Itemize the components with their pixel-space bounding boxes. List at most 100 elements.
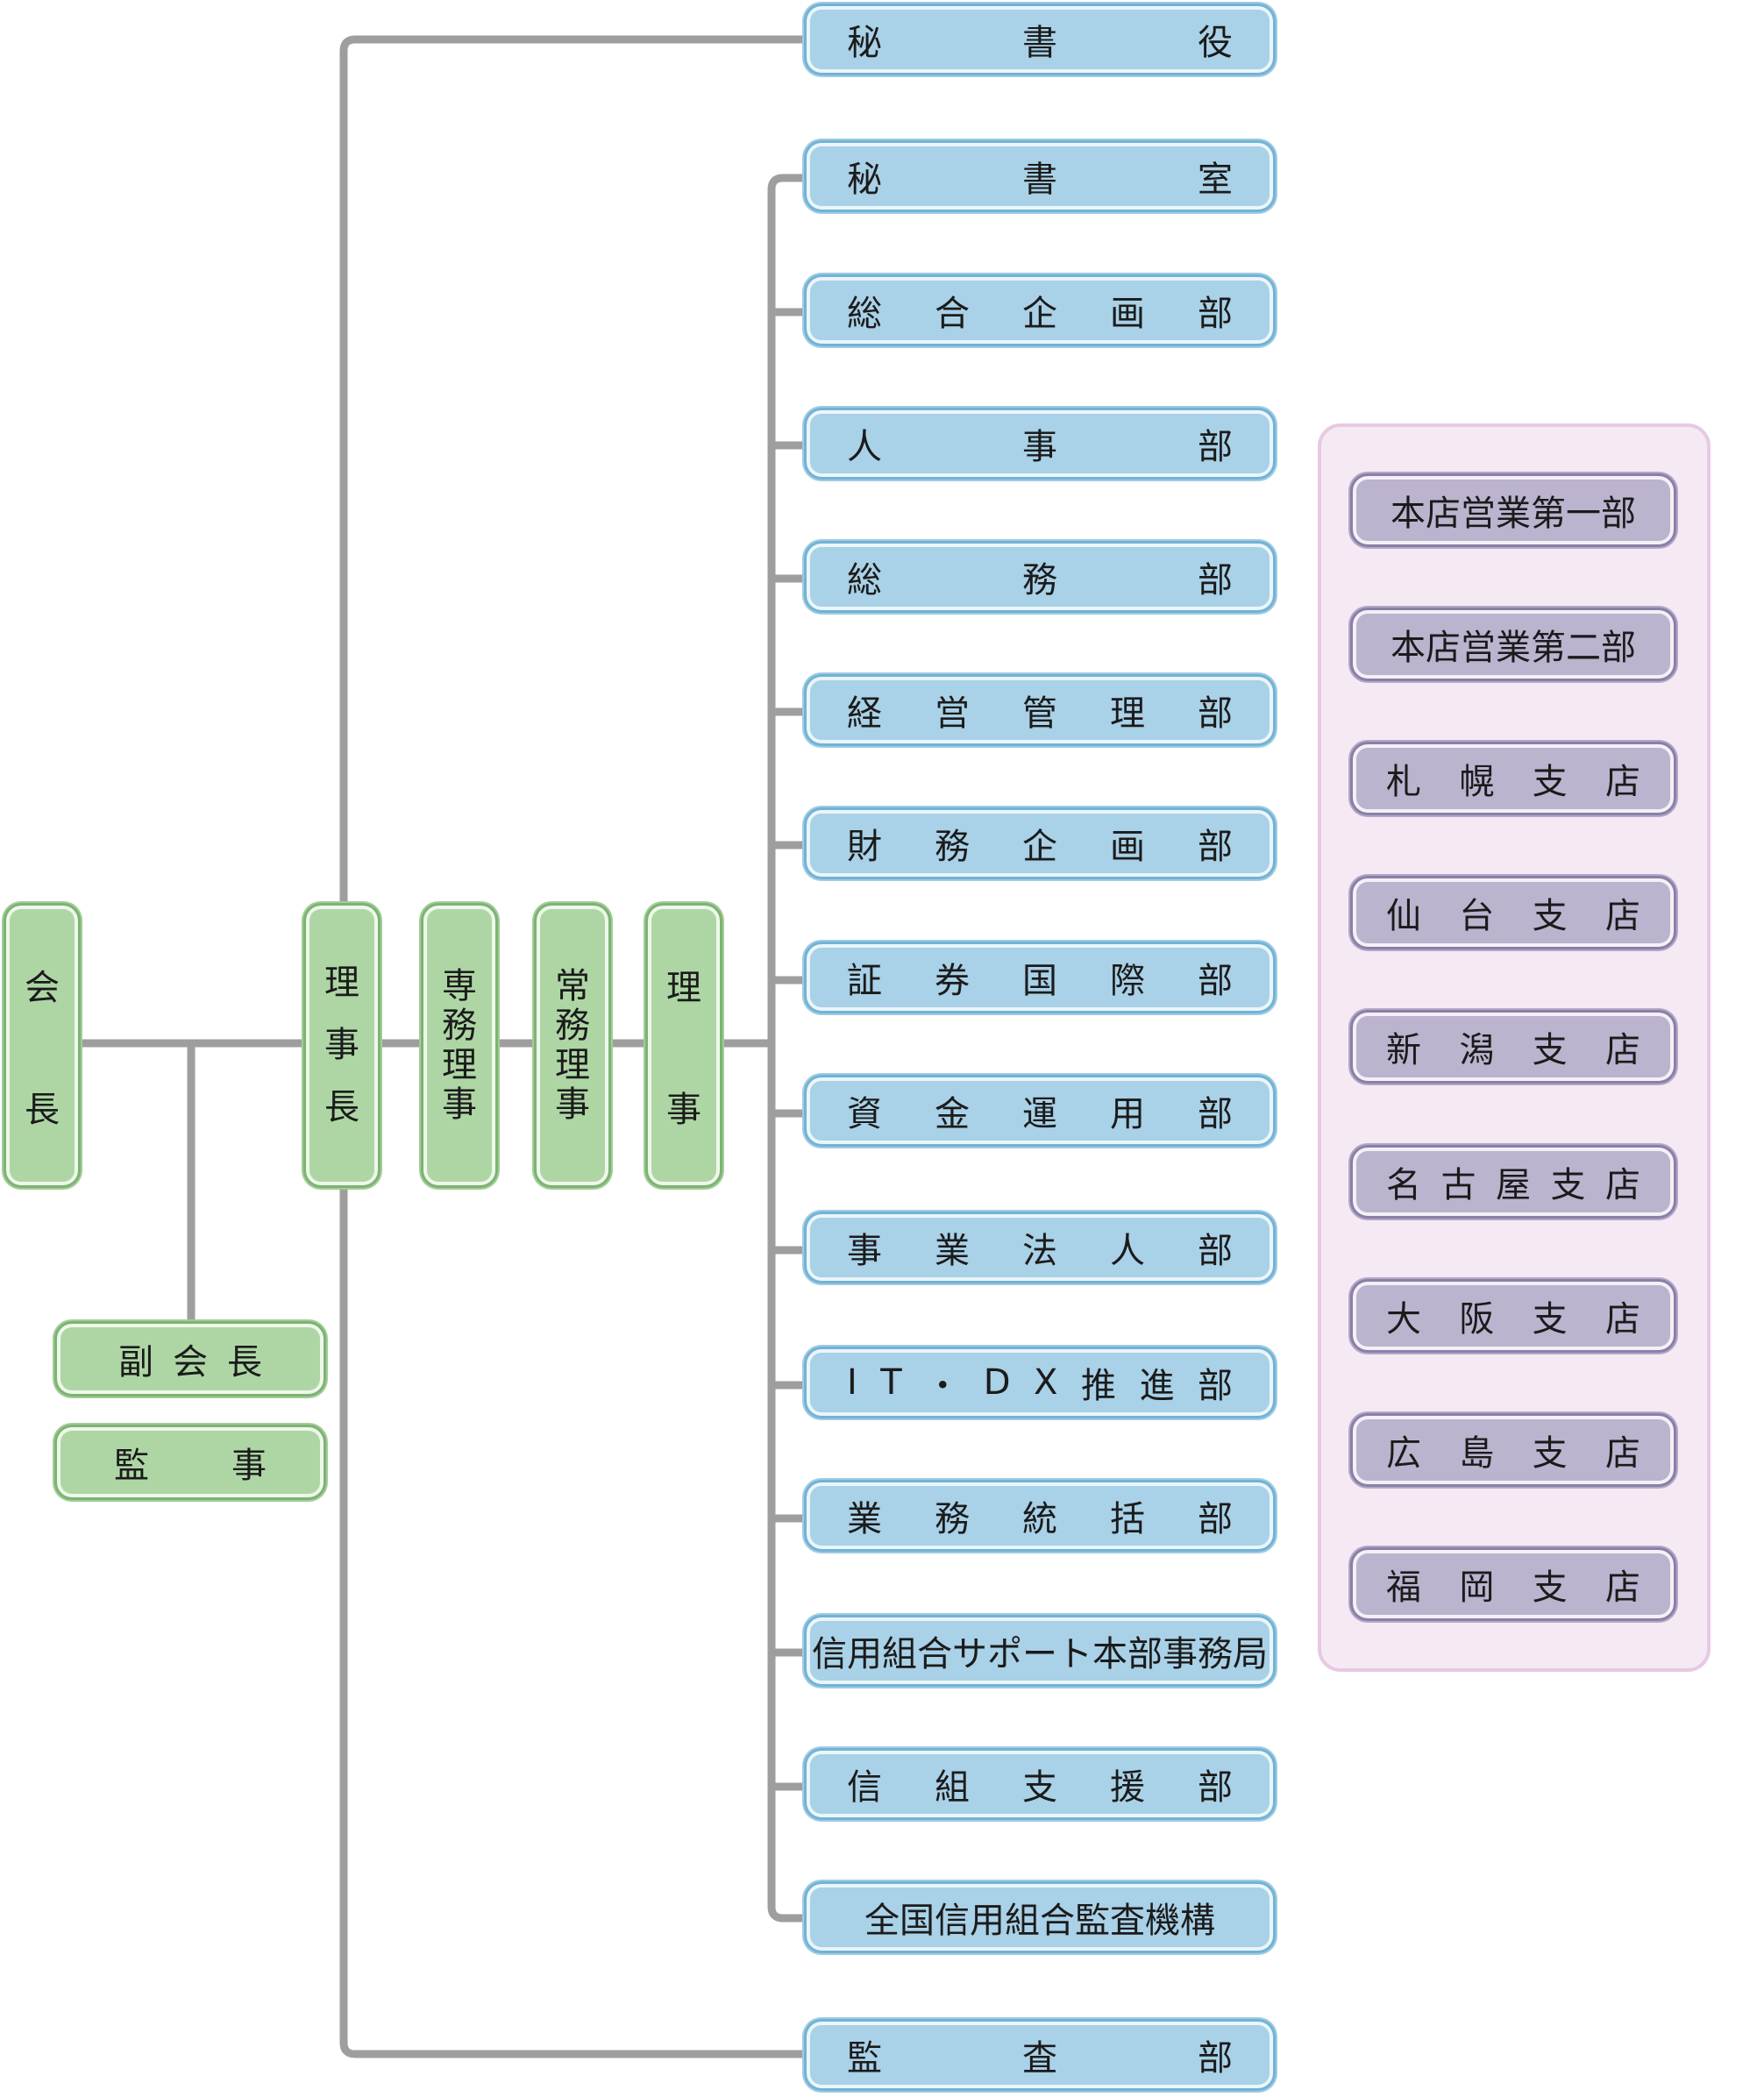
vice-chairman-box: 副 会 長 — [54, 1321, 326, 1397]
department-label-char: 部 — [1198, 2038, 1233, 2079]
department-box-general-affairs: 総務部 — [804, 541, 1276, 613]
department-label-char: 信用組合サポート本部事務局 — [812, 1634, 1268, 1674]
department-label-char: D — [983, 1362, 1011, 1403]
branch-label-char: 店 — [1604, 1567, 1640, 1608]
department-label-char: 援 — [1110, 1767, 1145, 1808]
department-label-char: 総 — [847, 560, 882, 601]
branch-box-niigata-branch: 新潟支店 — [1350, 1010, 1676, 1084]
md-char-4: 事 — [555, 1084, 590, 1125]
director-char-2: 事 — [666, 1090, 701, 1131]
department-label-char: 業 — [847, 1499, 882, 1539]
branch-box-sendai-branch: 仙台支店 — [1350, 876, 1676, 949]
department-label-char: 書 — [1022, 160, 1057, 200]
department-ticks — [767, 308, 807, 1791]
president-char-1: 理 — [324, 963, 359, 1003]
vc-char-1: 副 — [118, 1342, 153, 1383]
department-label-char: 査 — [1022, 2038, 1057, 2079]
branch-label-char: 支 — [1532, 1433, 1568, 1474]
department-label-char: 室 — [1198, 160, 1233, 200]
smd-char-3: 理 — [442, 1044, 477, 1085]
department-box-support-hq-secretariat: 信用組合サポート本部事務局 — [804, 1615, 1276, 1687]
department-label-char: 進 — [1139, 1366, 1175, 1406]
department-label-char: 画 — [1110, 294, 1145, 334]
department-box-operations-management: 業務統括部 — [804, 1480, 1276, 1552]
director-box: 理 事 — [645, 903, 722, 1188]
auditor-char-1: 監 — [114, 1446, 149, 1486]
branch-label-char: 阪 — [1459, 1299, 1495, 1340]
md-char-1: 常 — [555, 965, 590, 1006]
md-char-3: 理 — [555, 1044, 590, 1085]
branch-label-char: 店 — [1604, 1433, 1640, 1474]
smd-char-4: 事 — [442, 1084, 477, 1125]
department-label-char: 部 — [1198, 1094, 1233, 1134]
department-label-char: 画 — [1110, 827, 1145, 867]
branch-label-char: 店 — [1605, 1165, 1640, 1205]
department-label-char: 企 — [1022, 294, 1057, 334]
branch-label-char: 店 — [1604, 1030, 1640, 1070]
department-label-char: 際 — [1110, 961, 1145, 1001]
branch-box-nagoya-branch: 名古屋支店 — [1350, 1145, 1676, 1219]
chairman-char-1: 会 — [25, 967, 60, 1008]
department-label-char: 用 — [1110, 1094, 1145, 1134]
department-label-char: 部 — [1198, 961, 1233, 1001]
md-char-2: 務 — [555, 1005, 590, 1046]
department-label-char: 法 — [1022, 1231, 1057, 1271]
secretary-link — [339, 35, 807, 906]
department-box-corporate-planning: 総合企画部 — [804, 274, 1276, 346]
department-label-char: 国 — [1022, 961, 1057, 1001]
audit-dept-link — [339, 1182, 807, 2058]
department-label-char: 統 — [1022, 1499, 1057, 1539]
department-label-char: 部 — [1198, 827, 1233, 867]
chairman-char-2: 長 — [25, 1090, 60, 1131]
department-label-char: 財 — [847, 827, 882, 867]
department-label-char: 部 — [1198, 294, 1233, 334]
department-label-char: 部 — [1198, 693, 1233, 734]
department-label-char: T — [880, 1362, 902, 1403]
branch-label-char: 屋 — [1496, 1165, 1531, 1205]
branch-label-char: 支 — [1532, 1030, 1568, 1070]
department-box-securities-international: 証券国際部 — [804, 942, 1276, 1013]
branch-label-char: 大 — [1386, 1299, 1421, 1340]
branch-label-char: 本店営業第一部 — [1391, 494, 1636, 534]
department-label-char: 総 — [847, 294, 882, 334]
department-label-char: 括 — [1110, 1499, 1145, 1539]
department-label-char: 金 — [935, 1094, 970, 1134]
branch-label-char: 台 — [1459, 896, 1495, 936]
auditor-box: 監 事 — [54, 1425, 326, 1500]
department-label-char: 部 — [1198, 427, 1233, 467]
department-label-char: 人 — [1110, 1231, 1145, 1271]
department-label-char: 推 — [1080, 1366, 1116, 1406]
department-label-char: 務 — [1022, 560, 1057, 601]
branch-label-char: 支 — [1532, 762, 1568, 802]
branch-label-char: 店 — [1604, 1299, 1640, 1340]
branch-label-char: 新 — [1386, 1030, 1421, 1070]
managing-director-box: 常 務 理 事 — [534, 903, 611, 1188]
branch-box-sapporo-branch: 札幌支店 — [1350, 742, 1676, 815]
department-box-financial-planning: 財務企画部 — [804, 807, 1276, 879]
smd-char-1: 専 — [442, 965, 477, 1006]
department-label-char: 役 — [1198, 23, 1233, 63]
department-label-char: I — [847, 1362, 857, 1403]
department-box-secretary-office: 秘書室 — [804, 140, 1276, 212]
department-label-char: 部 — [1198, 1499, 1233, 1539]
department-label-char: 全国信用組合監査機構 — [864, 1901, 1215, 1941]
department-label-char: 監 — [847, 2038, 882, 2079]
department-label-char: X — [1034, 1362, 1058, 1403]
department-label-char: 券 — [935, 961, 970, 1001]
department-label-char: 事 — [847, 1231, 882, 1271]
branch-label-char: 支 — [1550, 1165, 1586, 1205]
president-box: 理 事 長 — [303, 903, 381, 1188]
branch-box-head-office-sales-1: 本店営業第一部 — [1350, 473, 1676, 547]
department-label-char: 書 — [1022, 23, 1057, 63]
department-label-char: 証 — [847, 961, 882, 1001]
branch-label-char: 店 — [1604, 896, 1640, 936]
senior-managing-director-box: 専 務 理 事 — [421, 903, 498, 1188]
department-box-human-resources: 人事部 — [804, 408, 1276, 480]
branch-label-char: 名 — [1386, 1165, 1421, 1205]
department-trunk — [767, 174, 807, 1923]
branch-box-osaka-branch: 大阪支店 — [1350, 1279, 1676, 1353]
department-label-char: 事 — [1022, 427, 1057, 467]
branch-label-char: 島 — [1459, 1433, 1495, 1474]
